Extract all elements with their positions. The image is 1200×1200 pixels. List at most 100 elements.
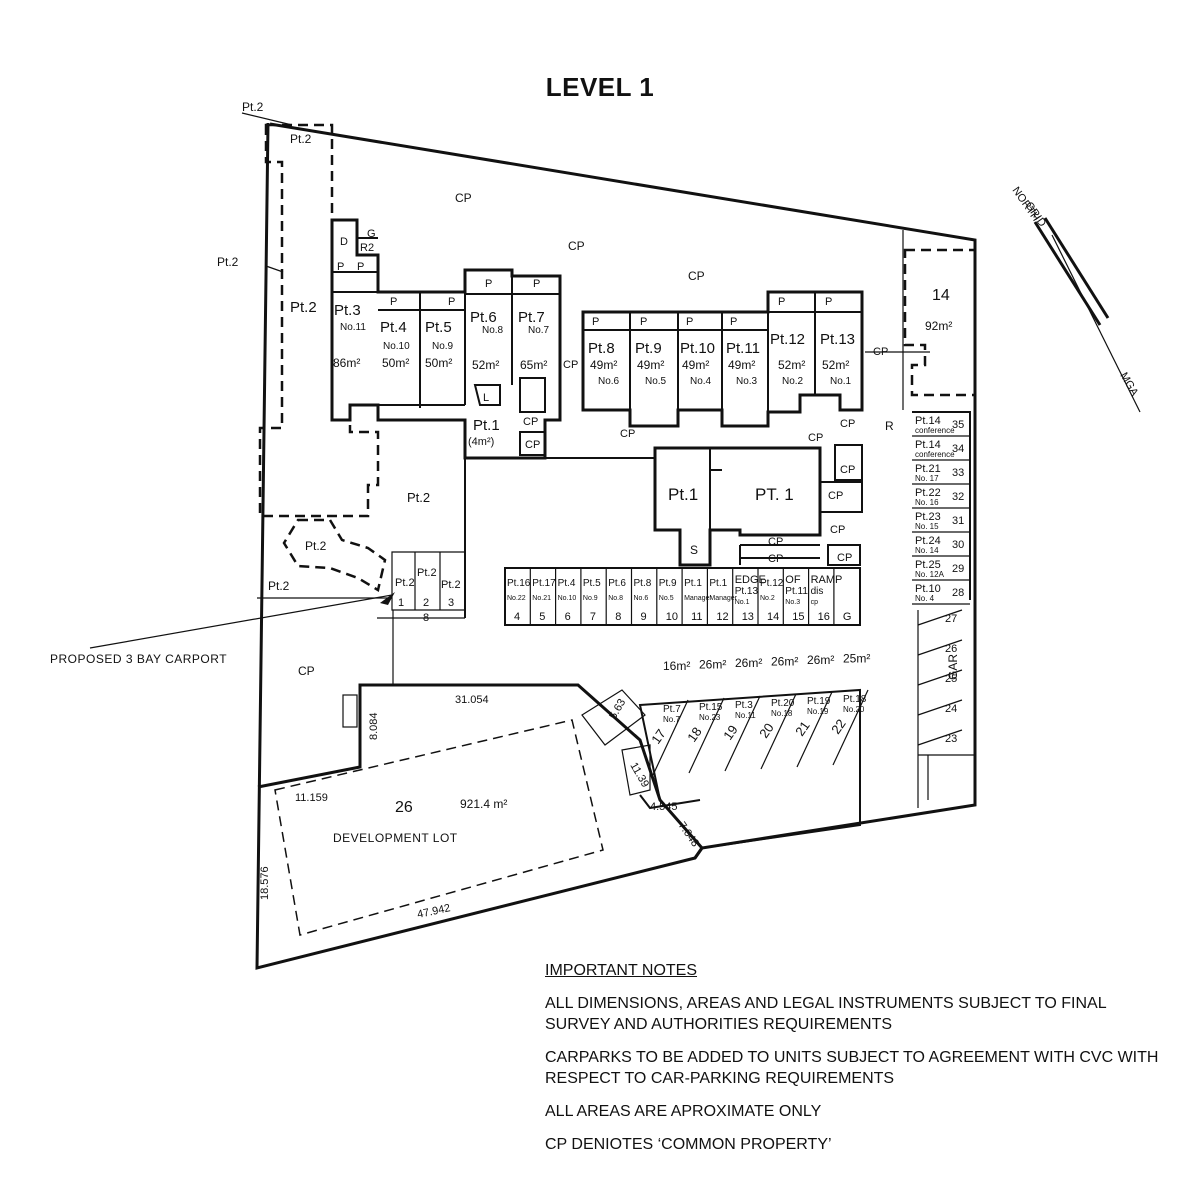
cp-b3: CP — [828, 490, 843, 502]
l-label: L — [483, 392, 489, 404]
carport-8: 8 — [423, 612, 429, 624]
devlot-num: 26 — [395, 799, 413, 816]
cp-b2: CP — [840, 464, 855, 476]
lot-14-boundary — [903, 248, 977, 397]
garage-number: 19 — [720, 722, 741, 742]
center-bay-caption: OF — [785, 574, 801, 586]
pt4-no: No.10 — [383, 341, 410, 352]
center-bay-lot: Pt.13 — [735, 586, 759, 597]
p-pt8: P — [592, 316, 599, 328]
plan-title: LEVEL 1 — [545, 72, 655, 102]
pt2-hex: Pt.2 — [305, 539, 327, 553]
garage-divider — [688, 697, 725, 774]
pt2-top-outer: Pt.2 — [242, 100, 264, 114]
cp-right1: CP — [808, 432, 823, 444]
development-lot — [257, 610, 704, 936]
carport-bay-number: 3 — [448, 597, 454, 609]
garage-unit: No.20 — [843, 705, 865, 714]
p-pt3b: P — [357, 261, 364, 273]
devlot-area: 921.4 m² — [460, 797, 507, 811]
cp-b1: CP — [840, 418, 855, 430]
cp-b5: CP — [768, 536, 783, 548]
carport-bay-number: 2 — [423, 597, 429, 609]
pt5-area: 50m² — [425, 356, 452, 370]
center-bay-unit: No.5 — [659, 595, 674, 602]
pt1-main: PT. 1 — [755, 485, 794, 504]
lot14-area: 92m² — [925, 319, 952, 333]
garage-lot: Pt.20 — [771, 698, 795, 709]
center-bay-number: 6 — [565, 611, 571, 623]
units-block-left — [330, 218, 655, 618]
center-bay-lot: Pt.17 — [532, 578, 556, 589]
p-pt12: P — [778, 296, 785, 308]
pt6-label: Pt.6 — [470, 309, 497, 326]
right-bay-unit: No. 16 — [915, 498, 939, 507]
note-3: ALL AREAS ARE APROXIMATE ONLY — [545, 1103, 822, 1120]
right-bay-lot: Pt.14 — [915, 439, 941, 451]
center-bay-number: G — [843, 611, 852, 623]
center-bay-lot: Pt.1 — [709, 578, 727, 589]
right-bay-number: 24 — [945, 703, 957, 715]
cp-mid1: CP — [568, 239, 585, 253]
center-bay-number: 10 — [666, 611, 678, 623]
garage-area: 26m² — [699, 658, 726, 672]
pt9-area: 49m² — [637, 358, 664, 372]
center-bay-unit: No.1 — [735, 599, 750, 606]
cp-left: CP — [298, 664, 315, 678]
center-bay-lot: Pt.6 — [608, 578, 626, 589]
pt5-no: No.9 — [432, 341, 454, 352]
pt3-label: Pt.3 — [334, 302, 361, 319]
pt2-top-inner: Pt.2 — [290, 132, 312, 146]
right-bay-lot: Pt.22 — [915, 487, 941, 499]
right-bay-unit: No. 4 — [915, 594, 935, 603]
carport-pt2-c: Pt.2 — [441, 579, 461, 591]
garage-number: 21 — [792, 718, 813, 738]
pt2-left: Pt.2 — [217, 255, 239, 269]
pt13-area: 52m² — [822, 358, 849, 372]
center-bay-unit: Manager — [709, 595, 737, 602]
right-bay-number: 30 — [952, 539, 964, 551]
cp-s2: CP — [525, 439, 540, 451]
pt1-small: Pt.1 — [473, 417, 500, 434]
pt6-area: 52m² — [472, 358, 499, 372]
cp-mid2: CP — [688, 269, 705, 283]
cp-b6: CP — [768, 553, 783, 565]
garage-number: 22 — [828, 716, 849, 736]
notes-heading: IMPORTANT NOTES — [545, 962, 698, 979]
center-bay-number: 8 — [615, 611, 621, 623]
center-bay-lot: Pt.8 — [634, 578, 652, 589]
pt8-label: Pt.8 — [588, 340, 615, 357]
dim-7048: 7.048 — [676, 820, 702, 849]
garage-divider — [796, 691, 833, 768]
right-bay-number: 26 — [945, 643, 957, 655]
center-bay-number: 4 — [514, 611, 520, 623]
right-bay-lot: Pt.21 — [915, 463, 941, 475]
center-bay-unit: No.21 — [532, 595, 551, 602]
pt1-left: Pt.1 — [668, 485, 698, 504]
pt13-label: Pt.13 — [820, 331, 855, 348]
right-bay-number: 31 — [952, 515, 964, 527]
pt7-area: 65m² — [520, 358, 547, 372]
p-pt11: P — [730, 316, 737, 328]
carport-pt2-a: Pt.2 — [395, 577, 415, 589]
right-bay-number: 34 — [952, 443, 964, 455]
right-bay-lot: Pt.23 — [915, 511, 941, 523]
important-notes: IMPORTANT NOTES ALL DIMENSIONS, AREAS AN… — [545, 960, 1165, 1167]
right-bay-diagonal — [917, 609, 963, 626]
pt10-label: Pt.10 — [680, 340, 715, 357]
right-bay-unit: No. 14 — [915, 546, 939, 555]
center-parking-row: Pt.16No.224Pt.17No.215Pt.4No.106Pt.5No.9… — [504, 567, 861, 626]
garage-row: Pt.7No.71716m²Pt.15No.231826m²Pt.3No.111… — [638, 652, 870, 850]
pt7-no: No.7 — [528, 325, 550, 336]
pt11-label: Pt.11 — [726, 340, 760, 357]
units-block-middle — [581, 290, 864, 428]
p-pt7: P — [533, 278, 540, 290]
center-bay-number: 7 — [590, 611, 596, 623]
cp-s1: CP — [523, 416, 538, 428]
garage-number: 17 — [648, 726, 669, 746]
pt10-no: No.4 — [690, 376, 712, 387]
garage-lot: Pt.15 — [699, 702, 723, 713]
right-bay-lot: Pt.25 — [915, 559, 941, 571]
center-bay-lot: dis — [811, 586, 824, 597]
